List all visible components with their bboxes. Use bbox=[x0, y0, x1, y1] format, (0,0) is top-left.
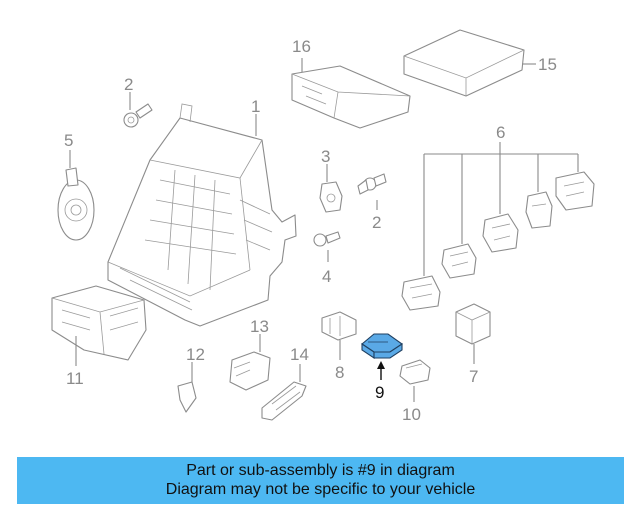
part-info-banner: Part or sub-assembly is #9 in diagram Di… bbox=[17, 457, 624, 504]
callout-8: 8 bbox=[335, 363, 344, 382]
part-10-connector bbox=[399, 359, 431, 385]
part-14-fuse-puller bbox=[261, 381, 307, 421]
parts-diagram: 1 2 2 3 4 5 6 7 8 9 10 11 12 13 14 15 16 bbox=[51, 29, 595, 424]
banner-line-1: Part or sub-assembly is #9 in diagram bbox=[186, 462, 455, 479]
callout-12: 12 bbox=[186, 345, 205, 364]
callout-15: 15 bbox=[538, 55, 557, 74]
part-11-module bbox=[51, 285, 147, 361]
part-6-relay-4 bbox=[525, 191, 553, 229]
callout-1: 1 bbox=[251, 97, 260, 116]
part-2-bolt-lower bbox=[357, 173, 387, 195]
part-5-speaker bbox=[57, 167, 95, 241]
part-4-screw bbox=[313, 231, 341, 247]
part-3-clip bbox=[319, 181, 343, 213]
callout-16: 16 bbox=[292, 37, 311, 56]
part-12-fuse bbox=[177, 381, 197, 413]
callout-7: 7 bbox=[469, 367, 478, 386]
leader-lines bbox=[69, 58, 579, 402]
callout-3: 3 bbox=[321, 147, 330, 166]
callout-9: 9 bbox=[375, 383, 384, 402]
part-2-bolt-upper bbox=[123, 103, 153, 128]
part-15-control-unit bbox=[403, 29, 525, 97]
part-9-highlighted[interactable] bbox=[361, 333, 403, 360]
callout-4: 4 bbox=[322, 267, 331, 286]
callout-13: 13 bbox=[250, 317, 269, 336]
callout-2-upper: 2 bbox=[124, 75, 133, 94]
part-16-module bbox=[291, 65, 411, 129]
banner-line-2: Diagram may not be specific to your vehi… bbox=[165, 481, 476, 498]
callout-2-lower: 2 bbox=[372, 213, 381, 232]
part-6-relay-5 bbox=[555, 171, 595, 211]
target-arrow bbox=[377, 361, 385, 380]
callout-6: 6 bbox=[496, 123, 505, 142]
part-1-fuse-box-housing bbox=[107, 103, 297, 327]
callout-11: 11 bbox=[66, 369, 84, 388]
callout-14: 14 bbox=[290, 345, 309, 364]
part-6-relay-1 bbox=[401, 275, 441, 311]
part-6-relay-3 bbox=[482, 213, 519, 253]
part-7-relay bbox=[455, 303, 491, 345]
callout-10: 10 bbox=[402, 405, 421, 424]
callout-5: 5 bbox=[64, 131, 73, 150]
part-13-connector bbox=[229, 351, 271, 391]
part-6-relay-2 bbox=[441, 243, 477, 279]
part-8-connector bbox=[321, 311, 357, 341]
